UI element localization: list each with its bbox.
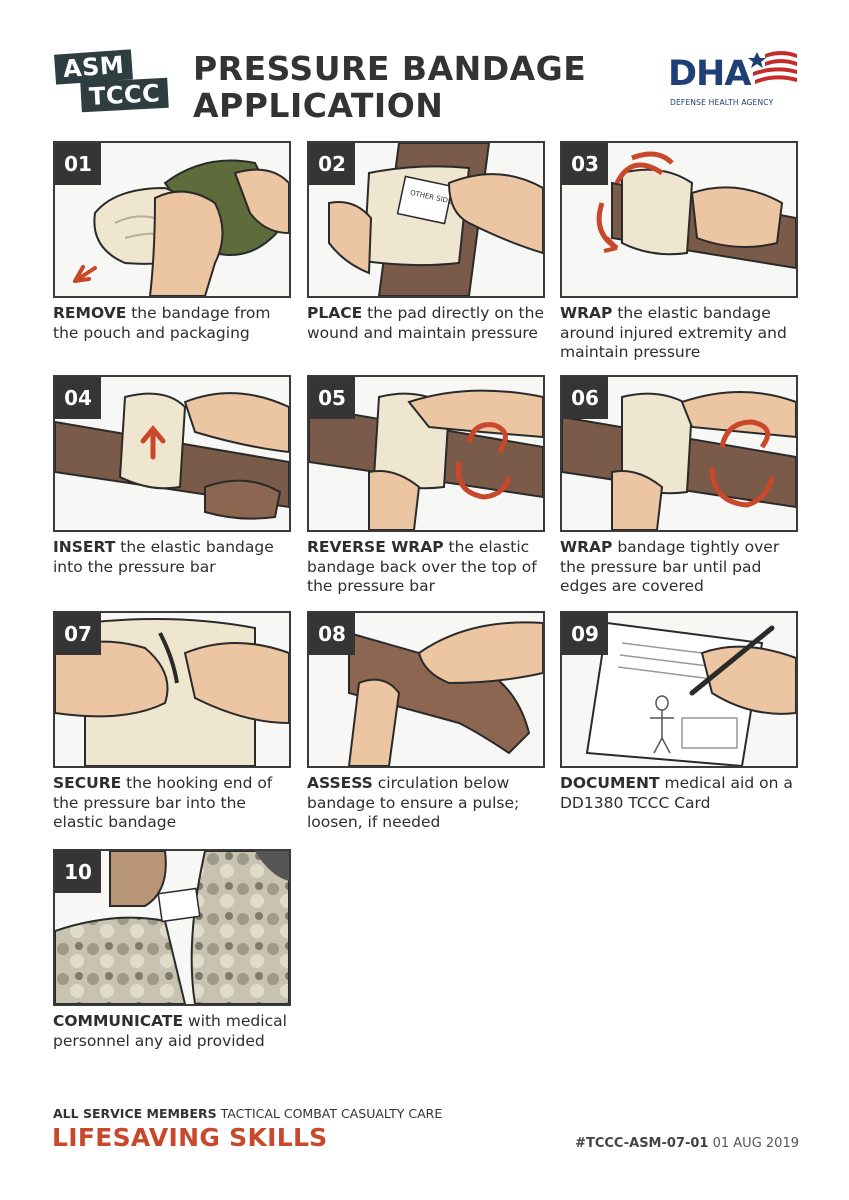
step-verb: WRAP (560, 304, 613, 322)
dha-logo: DHA DEFENSE HEALTH AGENCY (668, 48, 808, 110)
step-text: the elastic bandage into the pressure ba… (53, 538, 274, 576)
check-pulse-icon (347, 621, 543, 766)
step-05-illustration: 05 (307, 375, 545, 532)
step-06-illustration: 06 (560, 375, 798, 532)
step-06-caption: WRAP bandage tightly over the pressure b… (560, 538, 798, 597)
step-07-caption: SECURE the hooking end of the pressure b… (53, 774, 291, 833)
step-08: 08 ASSESS circulation below bandage to e… (307, 611, 545, 833)
step-text: circulation below bandage to ensure a pu… (307, 774, 520, 831)
step-number: 10 (55, 851, 101, 893)
page-title: PRESSURE BANDAGE APPLICATION (193, 50, 586, 124)
step-06: 06 WRAP bandage tightly over the pressur… (560, 375, 798, 597)
title-line-1: PRESSURE BANDAGE (193, 49, 587, 88)
bandage-pouch-icon (73, 159, 289, 296)
footer-audience-rest: TACTICAL COMBAT CASUALTY CARE (216, 1106, 443, 1121)
step-verb: COMMUNICATE (53, 1012, 184, 1030)
step-03: 03 WRAP the elastic bandage around injur… (560, 141, 798, 363)
logo-line-tccc: TCCC (80, 77, 169, 113)
step-09-caption: DOCUMENT medical aid on a DD1380 TCCC Ca… (560, 774, 798, 813)
step-verb: WRAP (560, 538, 613, 556)
step-number: 03 (562, 143, 608, 185)
step-07-illustration: 07 (53, 611, 291, 768)
handoff-card-icon (55, 851, 289, 1004)
step-02-illustration: 02 OTHER SIDE TO WOUND (307, 141, 545, 298)
step-10-caption: COMMUNICATE with medical personnel any a… (53, 1012, 291, 1051)
agency-name: DEFENSE HEALTH AGENCY (670, 98, 774, 107)
step-08-illustration: 08 (307, 611, 545, 768)
step-10-illustration: 10 (53, 849, 291, 1006)
step-text: the hooking end of the pressure bar into… (53, 774, 273, 831)
step-number: 09 (562, 613, 608, 655)
secure-hook-icon (55, 618, 289, 766)
footer-reference: #TCCC-ASM-07-01 01 AUG 2019 (575, 1136, 799, 1151)
insert-bandage-icon (55, 392, 289, 520)
reverse-wrap-icon (309, 389, 543, 530)
casualty-card-icon (585, 621, 796, 766)
step-09: 09 DOCUMENT medical aid on a DD1380 TCCC… (560, 611, 798, 813)
step-09-illustration: 09 (560, 611, 798, 768)
step-number: 02 (309, 143, 355, 185)
step-text: medical aid on a DD1380 TCCC Card (560, 774, 793, 812)
step-number: 04 (55, 377, 101, 419)
step-verb: ASSESS (307, 774, 373, 792)
step-number: 01 (55, 143, 101, 185)
flag-stripes-icon (748, 51, 797, 84)
wrap-tight-icon (562, 391, 796, 530)
step-text: the bandage from the pouch and packaging (53, 304, 271, 342)
footer-tagline: LIFESAVING SKILLS (52, 1123, 328, 1152)
step-02: 02 OTHER SIDE TO WOUND PLACE the pad dir… (307, 141, 545, 343)
step-10: 10 COMMUNICATE with medical personnel an… (53, 849, 291, 1051)
footer-ref-date: 01 AUG 2019 (708, 1136, 799, 1151)
step-05-caption: REVERSE WRAP the elastic bandage back ov… (307, 538, 545, 597)
step-text: the pad directly on the wound and mainta… (307, 304, 544, 342)
step-number: 08 (309, 613, 355, 655)
step-04-caption: INSERT the elastic bandage into the pres… (53, 538, 291, 577)
step-03-caption: WRAP the elastic bandage around injured … (560, 304, 798, 363)
step-01-illustration: 01 (53, 141, 291, 298)
asm-tccc-logo: ASM TCCC (54, 48, 170, 118)
step-05: 05 REVERSE WRAP the elastic bandage back… (307, 375, 545, 597)
title-line-2: APPLICATION (193, 86, 444, 125)
step-02-caption: PLACE the pad directly on the wound and … (307, 304, 545, 343)
step-verb: INSERT (53, 538, 116, 556)
step-text: the elastic bandage back over the top of… (307, 538, 537, 595)
step-verb: DOCUMENT (560, 774, 660, 792)
step-verb: PLACE (307, 304, 363, 322)
step-verb: REMOVE (53, 304, 127, 322)
step-number: 06 (562, 377, 608, 419)
step-01: 01 REMOVE the bandage from the pouch and… (53, 141, 291, 343)
step-01-caption: REMOVE the bandage from the pouch and pa… (53, 304, 291, 343)
footer-ref-code: #TCCC-ASM-07-01 (575, 1136, 709, 1151)
footer-audience-bold: ALL SERVICE MEMBERS (53, 1106, 217, 1121)
step-number: 07 (55, 613, 101, 655)
dha-letters: DHA (668, 54, 751, 94)
step-03-illustration: 03 (560, 141, 798, 298)
footer-audience: ALL SERVICE MEMBERS TACTICAL COMBAT CASU… (53, 1106, 442, 1121)
step-number: 05 (309, 377, 355, 419)
step-verb: REVERSE WRAP (307, 538, 444, 556)
wrap-arm-icon (596, 151, 796, 270)
step-text: the elastic bandage around injured extre… (560, 304, 787, 361)
step-text: bandage tightly over the pressure bar un… (560, 538, 780, 595)
step-text: with medical personnel any aid provided (53, 1012, 287, 1050)
step-07: 07 SECURE the hooking end of the pressur… (53, 611, 291, 833)
pad-on-wound-icon: OTHER SIDE TO WOUND (328, 143, 543, 296)
step-04-illustration: 04 (53, 375, 291, 532)
step-04: 04 INSERT the elastic bandage into the p… (53, 375, 291, 577)
step-verb: SECURE (53, 774, 122, 792)
step-08-caption: ASSESS circulation below bandage to ensu… (307, 774, 545, 833)
